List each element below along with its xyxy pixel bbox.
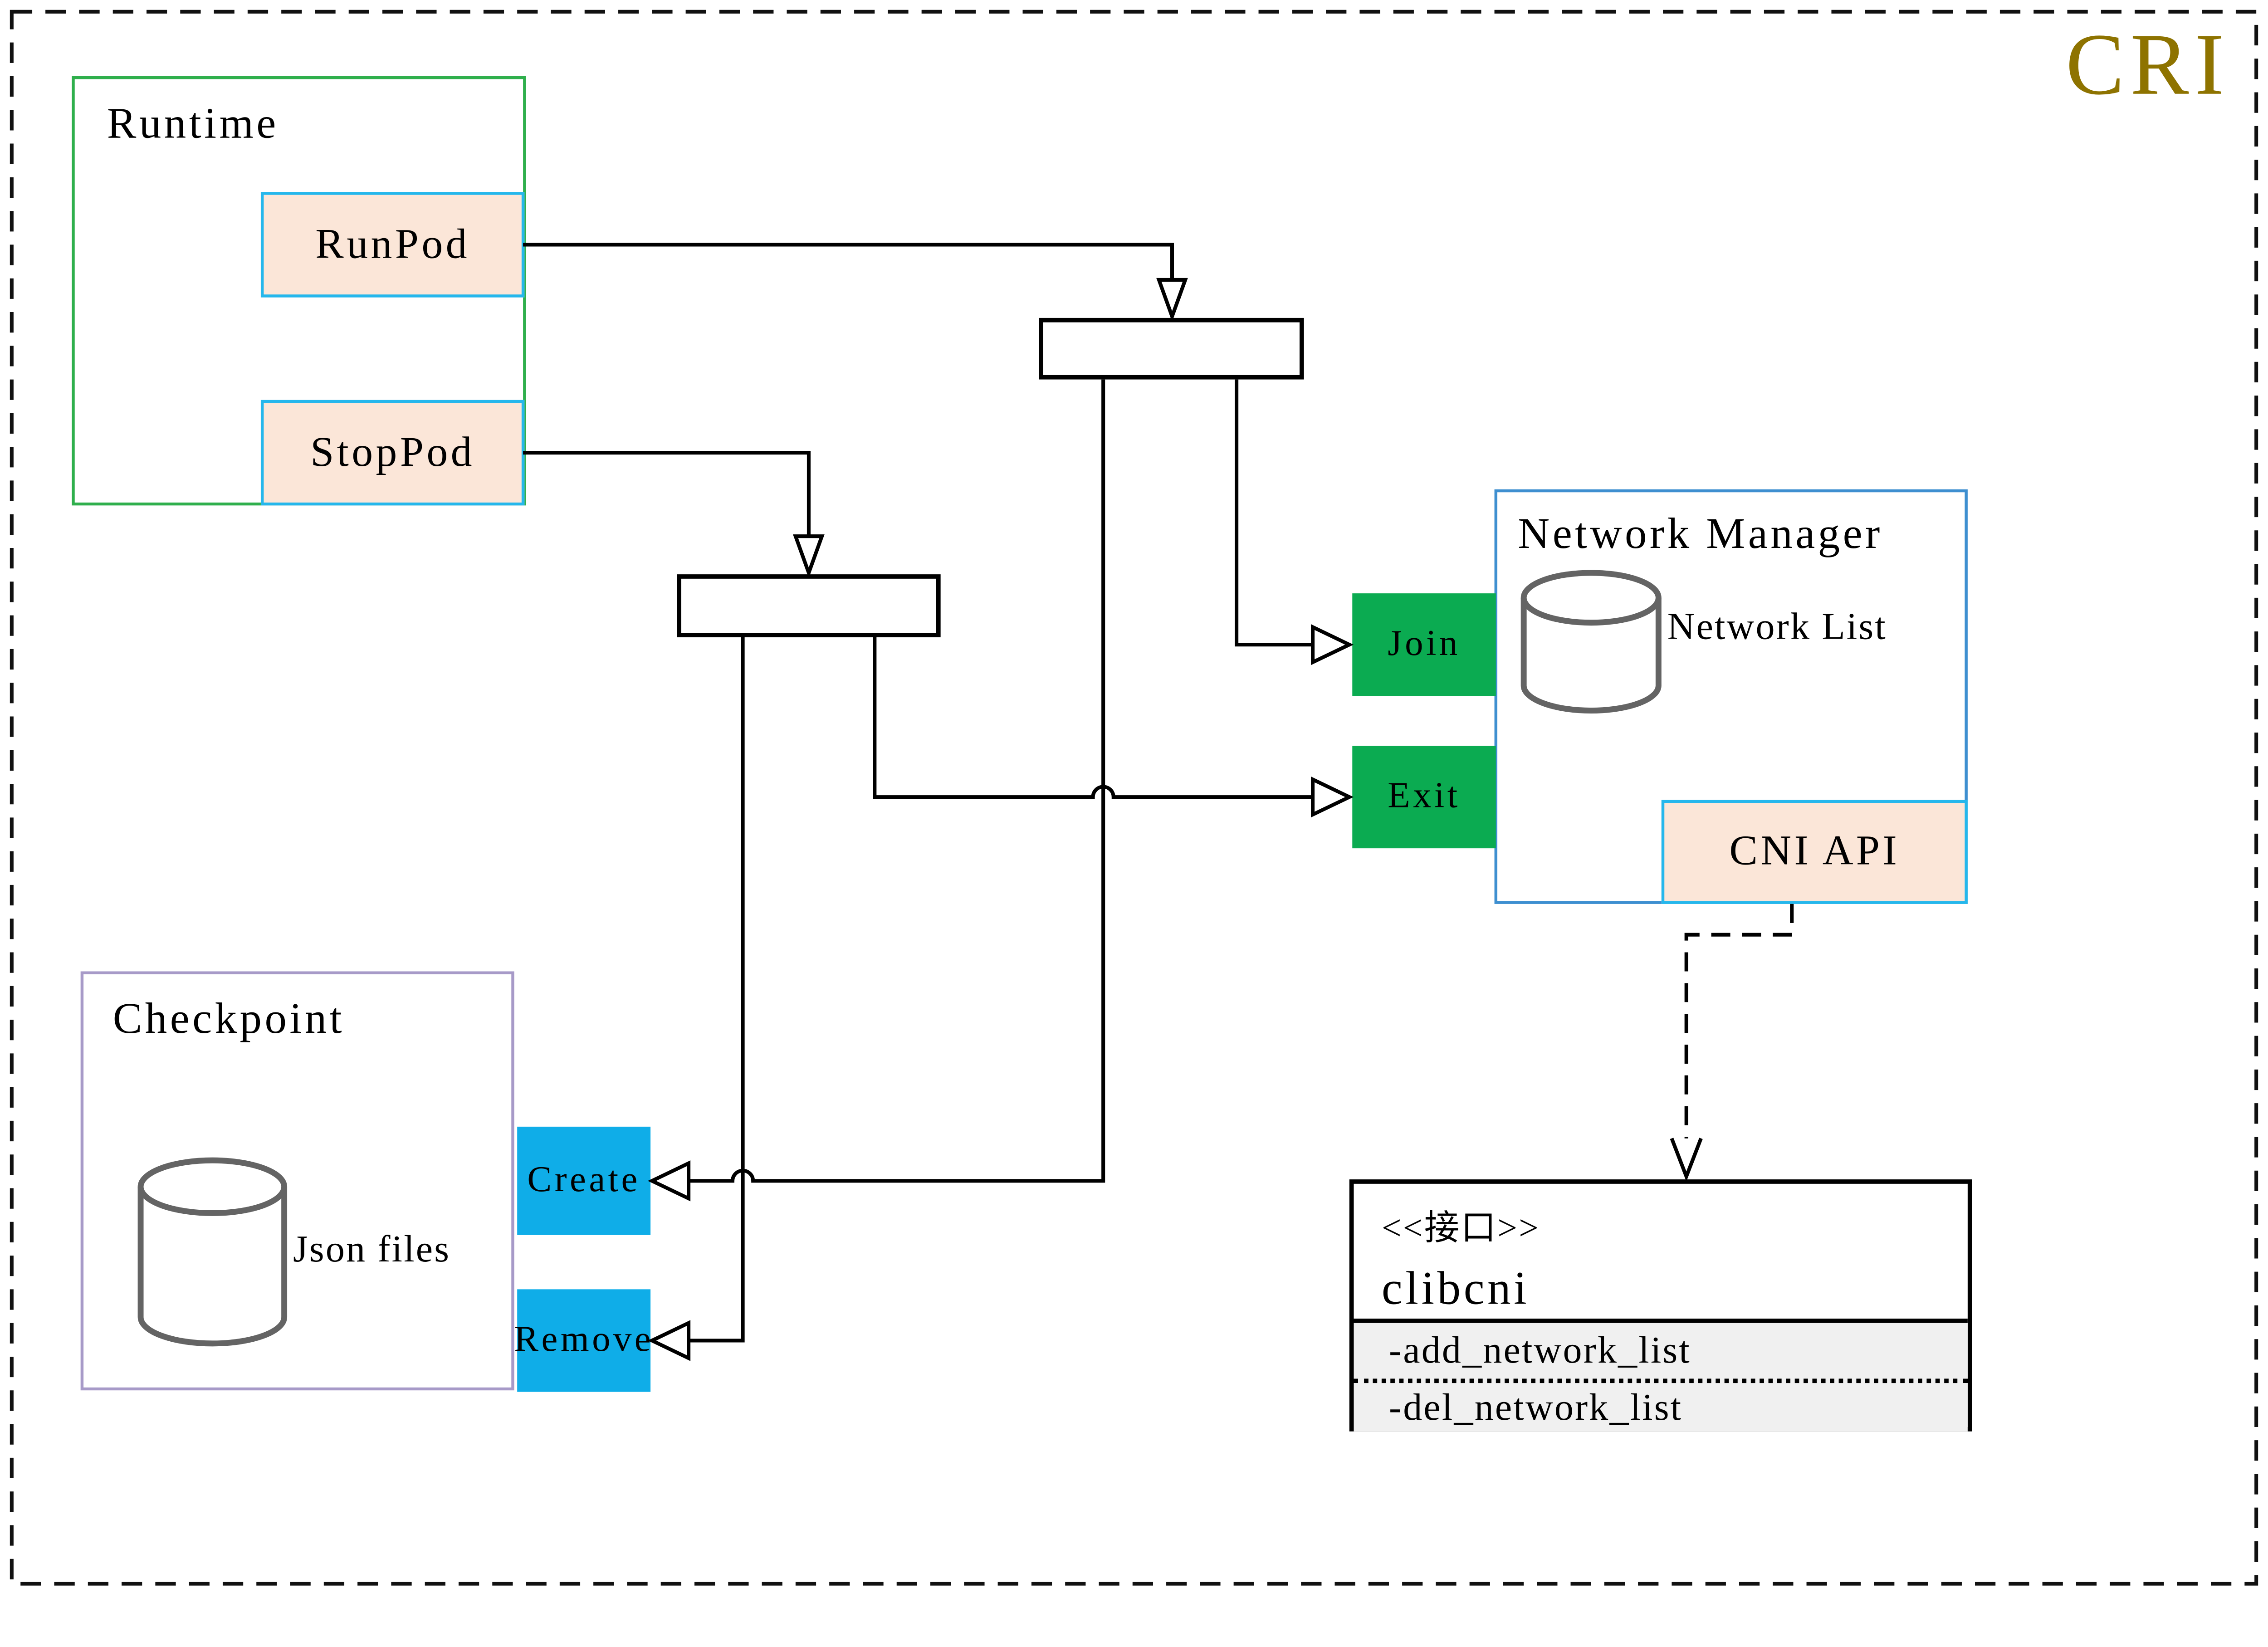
- bar1-to-create-connector: [689, 379, 1105, 1183]
- json-files-label: Json files: [293, 1227, 451, 1271]
- join-arrowhead-icon: [1311, 624, 1354, 665]
- exit-button[interactable]: Exit: [1352, 746, 1496, 849]
- run-flow-bar: [1039, 318, 1304, 380]
- bar1-arrowhead-icon: [1156, 278, 1188, 322]
- create-button[interactable]: Create: [517, 1126, 651, 1235]
- method-add-network-list: -add_network_list: [1354, 1323, 1968, 1383]
- cni-api-button[interactable]: CNI API: [1661, 800, 1968, 904]
- clibcni-arrowhead-icon: [1670, 1138, 1703, 1182]
- runpod-to-bar-connector: [523, 243, 1174, 280]
- stop-flow-bar: [677, 574, 941, 638]
- bar2-to-remove-connector: [689, 637, 745, 1343]
- cni-api-to-clibcni-dashed-connector: [1684, 904, 1794, 1139]
- exit-arrowhead-icon: [1311, 776, 1354, 818]
- clibcni-interface-box: <<接口>> clibcni -add_network_list -del_ne…: [1349, 1179, 1972, 1432]
- checkpoint-label: Checkpoint: [112, 995, 345, 1043]
- interface-name: clibcni: [1381, 1261, 1530, 1315]
- runpod-button[interactable]: RunPod: [260, 192, 525, 298]
- bar1-to-join-connector: [1235, 379, 1313, 647]
- cri-title: CRI: [2066, 16, 2230, 113]
- diagram-canvas: Runtime RunPod StopPod Network Manager J…: [10, 10, 2258, 1586]
- remove-arrowhead-icon: [648, 1320, 691, 1361]
- network-manager-label: Network Manager: [1518, 510, 1883, 558]
- checkpoint-box: Checkpoint: [80, 971, 514, 1391]
- network-list-label: Network List: [1667, 605, 1887, 648]
- join-button[interactable]: Join: [1352, 593, 1496, 696]
- runtime-label: Runtime: [107, 99, 279, 148]
- interface-method-section: -add_network_list -del_network_list: [1354, 1318, 1968, 1432]
- bar2-arrowhead-icon: [793, 534, 825, 578]
- method-del-network-list: -del_network_list: [1389, 1385, 1683, 1428]
- stoppod-to-bar-connector: [523, 451, 811, 537]
- clibcni-header: <<接口>> clibcni: [1354, 1184, 1967, 1319]
- create-arrowhead-icon: [648, 1160, 691, 1202]
- remove-button[interactable]: Remove: [514, 1289, 651, 1392]
- stoppod-button[interactable]: StopPod: [260, 400, 525, 506]
- bar2-to-exit-connector: [873, 637, 1313, 799]
- interface-stereotype: <<接口>>: [1381, 1210, 1540, 1248]
